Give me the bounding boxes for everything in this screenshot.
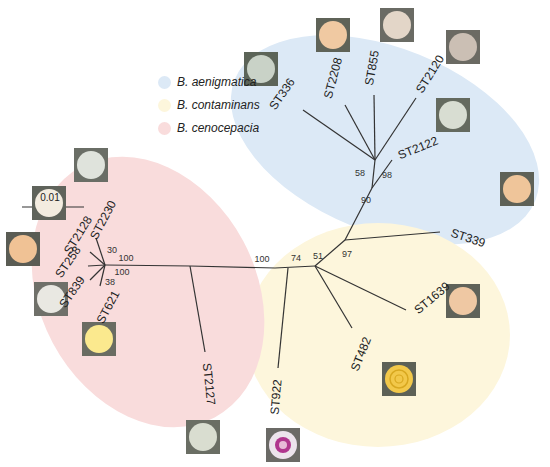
leaf-label: ST922 <box>268 379 283 415</box>
bootstrap-value: 100 <box>118 254 133 263</box>
bootstrap-value: 58 <box>355 169 365 178</box>
legend-swatch <box>158 122 171 135</box>
legend-swatch <box>158 76 171 89</box>
bootstrap-value: 30 <box>107 246 117 255</box>
bootstrap-value: 97 <box>342 250 352 259</box>
bootstrap-value: 51 <box>313 252 323 261</box>
legend-text: B. aenigmatica <box>177 75 256 89</box>
legend-swatch <box>158 99 171 112</box>
tree-branches <box>88 95 440 368</box>
colony-photos <box>6 8 534 462</box>
legend-entry: B. cenocepacia <box>158 121 259 135</box>
legend-entry: B. aenigmatica <box>158 75 256 89</box>
bootstrap-value: 74 <box>291 254 301 263</box>
bootstrap-value: 100 <box>114 268 129 277</box>
legend-text: B. contaminans <box>177 98 260 112</box>
bootstrap-value: 100 <box>254 255 269 264</box>
clade-region <box>0 116 310 467</box>
legend-text: B. cenocepacia <box>177 121 259 135</box>
bootstrap-value: 90 <box>361 196 371 205</box>
legend-entry: B. contaminans <box>158 98 260 112</box>
scale-value: 0.01 <box>40 193 59 203</box>
bootstrap-value: 98 <box>382 171 392 180</box>
bootstrap-value: 38 <box>105 278 115 287</box>
clade-region <box>246 223 510 447</box>
